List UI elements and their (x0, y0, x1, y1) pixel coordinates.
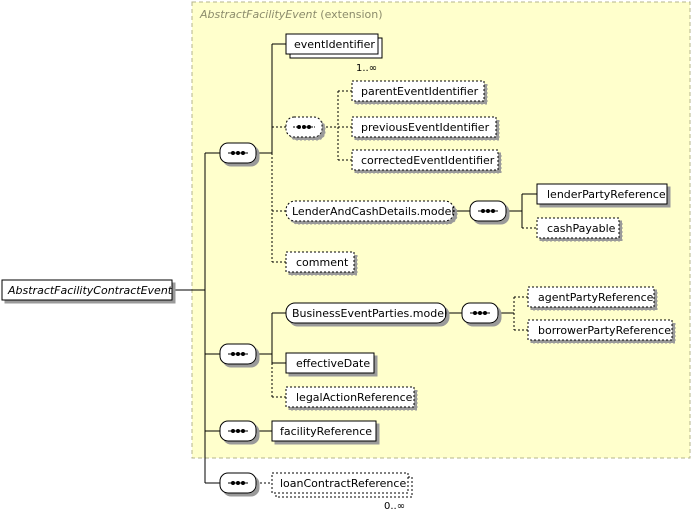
extension-title: AbstractFacilityEvent (extension) (199, 8, 383, 21)
element-effectiveDate: effectiveDate (285, 352, 375, 374)
connectors (172, 43, 537, 484)
element-borrowerPartyReference: borrowerPartyReference (527, 319, 673, 341)
element-cashPayable: cashPayable (536, 217, 620, 239)
loanContractReference-cardinality: 0..∞ (384, 501, 405, 511)
legalActionReference-label: legalActionReference (296, 391, 413, 404)
element-facilityReference: facilityReference (271, 420, 377, 442)
facilityReference-label: facilityReference (280, 425, 372, 438)
element-agentPartyReference: agentPartyReference (527, 286, 655, 308)
sequence-compositor-lender (469, 200, 507, 222)
lenderPartyReference-label: lenderPartyReference (547, 188, 666, 201)
group-BusinessEventParties: BusinessEventParties.model (285, 302, 447, 324)
LenderAndCashDetails-label: LenderAndCashDetails.model (292, 205, 454, 218)
root-element-label: AbstractFacilityContractEvent (7, 284, 173, 297)
cashPayable-label: cashPayable (547, 222, 616, 235)
element-correctedEventIdentifier: correctedEventIdentifier (351, 149, 499, 171)
sequence-compositor-4 (219, 472, 257, 494)
parentEventIdentifier-label: parentEventIdentifier (361, 85, 479, 98)
element-lenderPartyReference: lenderPartyReference (536, 183, 668, 205)
sequence-compositor-parties (461, 302, 499, 324)
loanContractReference-label: loanContractReference (280, 477, 406, 490)
group-LenderAndCashDetails: LenderAndCashDetails.model (285, 200, 455, 222)
element-loanContractReference: loanContractReference 0..∞ (271, 472, 413, 511)
sequence-compositor-1 (219, 142, 257, 164)
previousEventIdentifier-label: previousEventIdentifier (361, 121, 490, 134)
element-comment: comment (285, 251, 355, 273)
element-parentEventIdentifier: parentEventIdentifier (351, 80, 485, 102)
element-previousEventIdentifier: previousEventIdentifier (351, 116, 497, 138)
sequence-compositor-3 (219, 420, 257, 442)
borrowerPartyReference-label: borrowerPartyReference (538, 324, 671, 337)
agentPartyReference-label: agentPartyReference (538, 291, 654, 304)
effectiveDate-label: effectiveDate (296, 357, 370, 370)
correctedEventIdentifier-label: correctedEventIdentifier (361, 154, 495, 167)
BusinessEventParties-label: BusinessEventParties.model (292, 307, 447, 320)
element-legalActionReference: legalActionReference (285, 386, 415, 408)
sequence-compositor-2 (219, 343, 257, 365)
eventIdentifier-label: eventIdentifier (294, 38, 375, 51)
comment-label: comment (296, 256, 349, 269)
choice-compositor (285, 116, 323, 138)
eventIdentifier-cardinality: 1..∞ (356, 63, 377, 74)
element-eventIdentifier: eventIdentifier 1..∞ (285, 33, 383, 74)
root-element: AbstractFacilityContractEvent (1, 279, 173, 301)
